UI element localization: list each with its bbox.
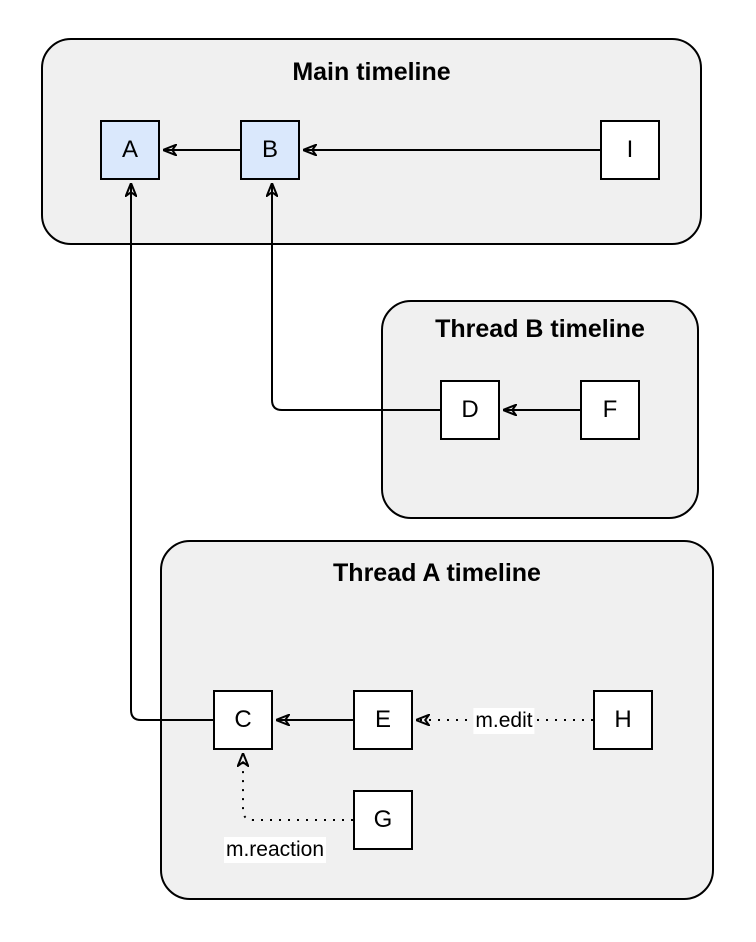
node-g: G bbox=[353, 790, 413, 850]
edge-label-m-edit: m.edit bbox=[473, 708, 535, 734]
edge-label-m-reaction: m.reaction bbox=[223, 837, 327, 863]
node-f: F bbox=[580, 380, 640, 440]
node-d: D bbox=[440, 380, 500, 440]
node-e: E bbox=[353, 690, 413, 750]
node-h: H bbox=[593, 690, 653, 750]
node-b: B bbox=[240, 120, 300, 180]
container-title: Main timeline bbox=[292, 58, 451, 86]
container-title: Thread B timeline bbox=[435, 315, 645, 343]
node-a: A bbox=[100, 120, 160, 180]
container-title: Thread A timeline bbox=[333, 559, 541, 587]
node-c: C bbox=[213, 690, 273, 750]
container-thread-b-timeline: Thread B timeline bbox=[381, 300, 699, 519]
node-i: I bbox=[600, 120, 660, 180]
